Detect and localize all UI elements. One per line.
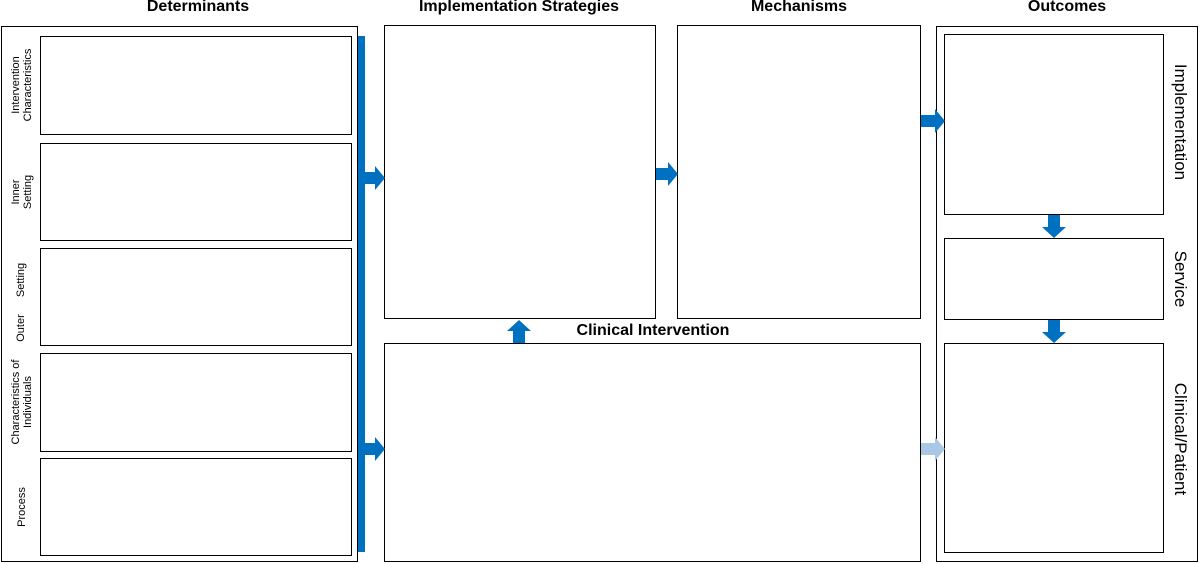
- determinants-flow-bar: [358, 36, 365, 552]
- heading-mechanisms: Mechanisms: [750, 0, 848, 15]
- label-outer-setting-word1: Setting: [15, 262, 27, 298]
- heading-implementation-strategies: Implementation Strategies: [418, 0, 620, 15]
- arrow-right-to-clinical-intervention: [365, 437, 385, 461]
- label-inner-line1: Inner: [10, 179, 22, 205]
- label-intervention-characteristics: Intervention Characteristics: [10, 49, 34, 122]
- determinant-box-inner-setting: [40, 143, 352, 241]
- arrow-right-to-strategies: [365, 166, 385, 190]
- arrow-down-to-service: [1042, 215, 1066, 238]
- outcome-box-implementation: [944, 34, 1164, 215]
- label-inner-setting: Inner Setting: [10, 175, 34, 209]
- arrow-right-to-implementation-outcome: [921, 109, 945, 133]
- heading-determinants: Determinants: [146, 0, 250, 15]
- clinical-intervention-box: [384, 343, 921, 562]
- label-individuals-line2: Individuals: [22, 376, 34, 428]
- label-individuals-line1: Characteristics of: [10, 359, 22, 445]
- label-process: Process: [16, 487, 28, 527]
- arrow-right-to-mechanisms: [656, 162, 678, 186]
- determinant-box-outer-setting: [40, 248, 352, 346]
- outcome-box-clinical-patient: [944, 343, 1164, 553]
- label-intervention-line2: Characteristics: [22, 48, 34, 122]
- implementation-strategies-box: [384, 25, 656, 319]
- label-outcome-implementation: Implementation: [1171, 63, 1190, 181]
- determinant-box-intervention: [40, 36, 352, 135]
- mechanisms-box: [677, 25, 921, 319]
- determinant-box-process: [40, 458, 352, 556]
- label-inner-line2: Setting: [22, 174, 34, 210]
- heading-clinical-intervention: Clinical Intervention: [576, 322, 730, 339]
- arrow-down-to-clinical-patient: [1042, 320, 1066, 343]
- heading-outcomes: Outcomes: [1027, 0, 1107, 15]
- arrow-up-to-strategies: [507, 320, 531, 343]
- label-intervention-line1: Intervention: [10, 56, 22, 114]
- label-characteristics-individuals: Characteristics of Individuals: [10, 360, 34, 445]
- label-outcome-clinical-patient: Clinical/Patient: [1171, 382, 1190, 496]
- arrow-right-to-clinical-outcome-faded: [921, 437, 945, 461]
- outcome-box-service: [944, 238, 1164, 320]
- determinant-box-individuals: [40, 353, 352, 452]
- label-outcome-service: Service: [1171, 250, 1190, 308]
- label-outer-setting-word2: Outer: [15, 314, 27, 342]
